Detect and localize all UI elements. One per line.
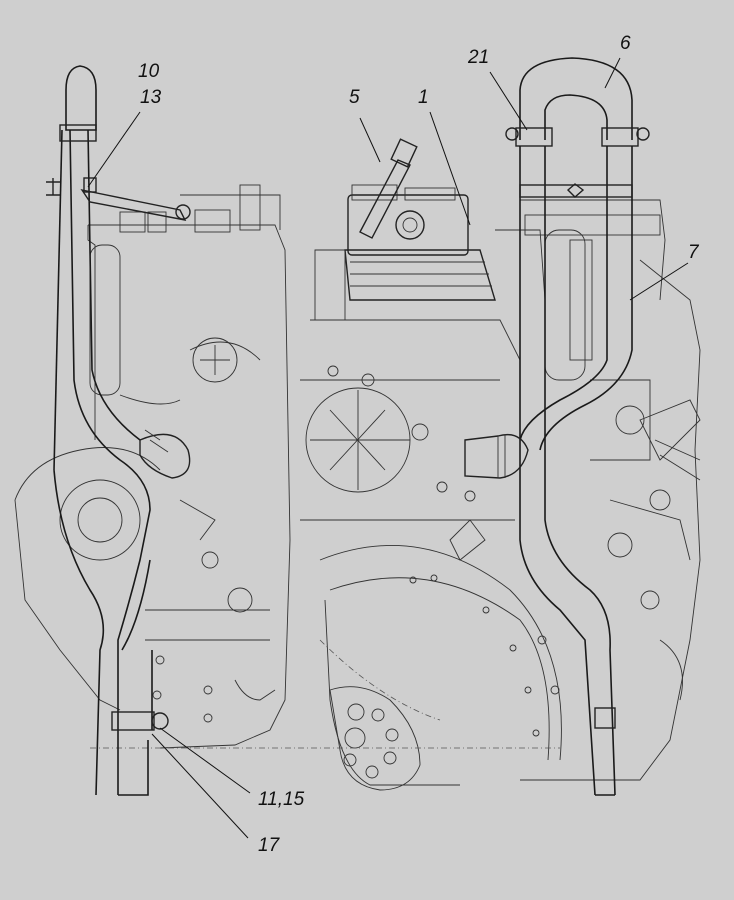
left-breather-pipe — [53, 65, 169, 796]
engine-block-left — [14, 184, 291, 749]
callout-10: 10 — [138, 61, 160, 82]
engine-block-right — [520, 199, 701, 781]
callout-5: 5 — [349, 87, 360, 108]
upper-left-bracket — [46, 177, 191, 221]
right-hose — [464, 433, 529, 479]
leader-lines — [87, 57, 689, 839]
callout-1: 1 — [418, 87, 429, 108]
callout-13: 13 — [140, 87, 162, 108]
callout-6: 6 — [620, 33, 631, 54]
right-u-pipe — [505, 57, 650, 796]
compressor — [314, 138, 546, 321]
callout-7: 7 — [688, 242, 699, 263]
callout-21: 21 — [468, 47, 490, 68]
left-hose — [139, 429, 191, 479]
callout-17: 17 — [258, 835, 280, 856]
callout-11-15: 11,15 — [258, 789, 305, 810]
